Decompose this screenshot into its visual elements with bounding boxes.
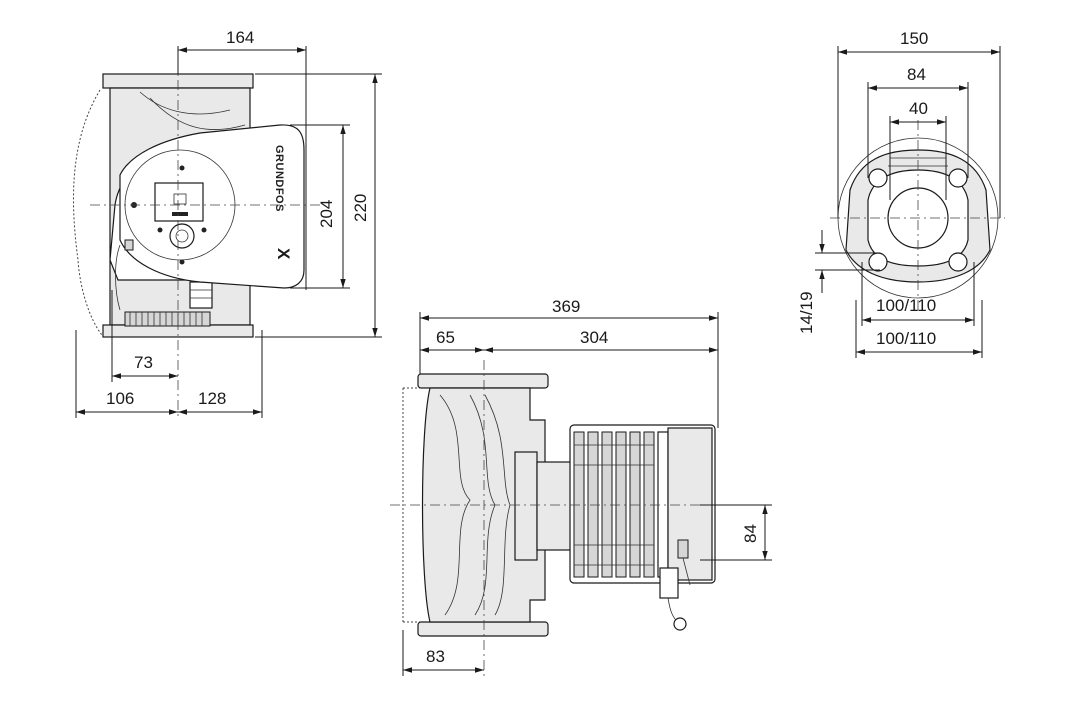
side-top-flange [417, 373, 549, 389]
front-volute-outline [72, 89, 103, 336]
dim-150: 150 [900, 29, 928, 48]
dim-83: 83 [426, 647, 445, 666]
dim-100-110-upper: 100/110 [876, 296, 936, 315]
front-lower-body [109, 259, 251, 326]
dim-369: 369 [552, 297, 580, 316]
brand-logo-mark: X [274, 248, 293, 260]
dim-flange-84: 84 [907, 65, 926, 84]
dim-220: 220 [351, 194, 370, 222]
dim-40: 40 [909, 99, 928, 118]
side-cable-gland [659, 567, 679, 599]
front-control-box [119, 124, 305, 289]
flange-bolt-hole [868, 168, 888, 188]
side-shaft [536, 461, 576, 551]
front-control-button [169, 223, 195, 249]
flange-bolt-hole [948, 252, 968, 272]
dim-14-19: 14/19 [797, 291, 816, 334]
front-cooling-ribs [124, 311, 211, 327]
side-neck [514, 451, 538, 561]
brand-logo: GRUNDFOS [273, 145, 285, 212]
side-motor-cap [667, 427, 713, 581]
side-view: 369 65 304 84 83 [390, 297, 772, 680]
front-view: GRUNDFOS X 164 204 220 73 106 12 [72, 28, 382, 420]
flange-view: 150 84 40 14/19 100/110 100/110 [797, 29, 1005, 358]
dim-128: 128 [198, 389, 226, 408]
brand-logo-text: GRUNDFOS [273, 145, 285, 212]
dim-73: 73 [134, 353, 153, 372]
flange-bolt-hole [868, 252, 888, 272]
dim-164: 164 [226, 28, 254, 47]
dim-304: 304 [580, 328, 608, 347]
front-cable-gland [189, 281, 213, 309]
flange-bolt-hole [948, 168, 968, 188]
dim-204: 204 [317, 200, 336, 228]
dim-side-84: 84 [741, 524, 760, 543]
dim-65: 65 [436, 328, 455, 347]
side-motor-fins [573, 431, 655, 578]
dim-100-110-lower: 100/110 [876, 329, 936, 348]
dim-106: 106 [106, 389, 134, 408]
side-bottom-flange [417, 621, 549, 637]
